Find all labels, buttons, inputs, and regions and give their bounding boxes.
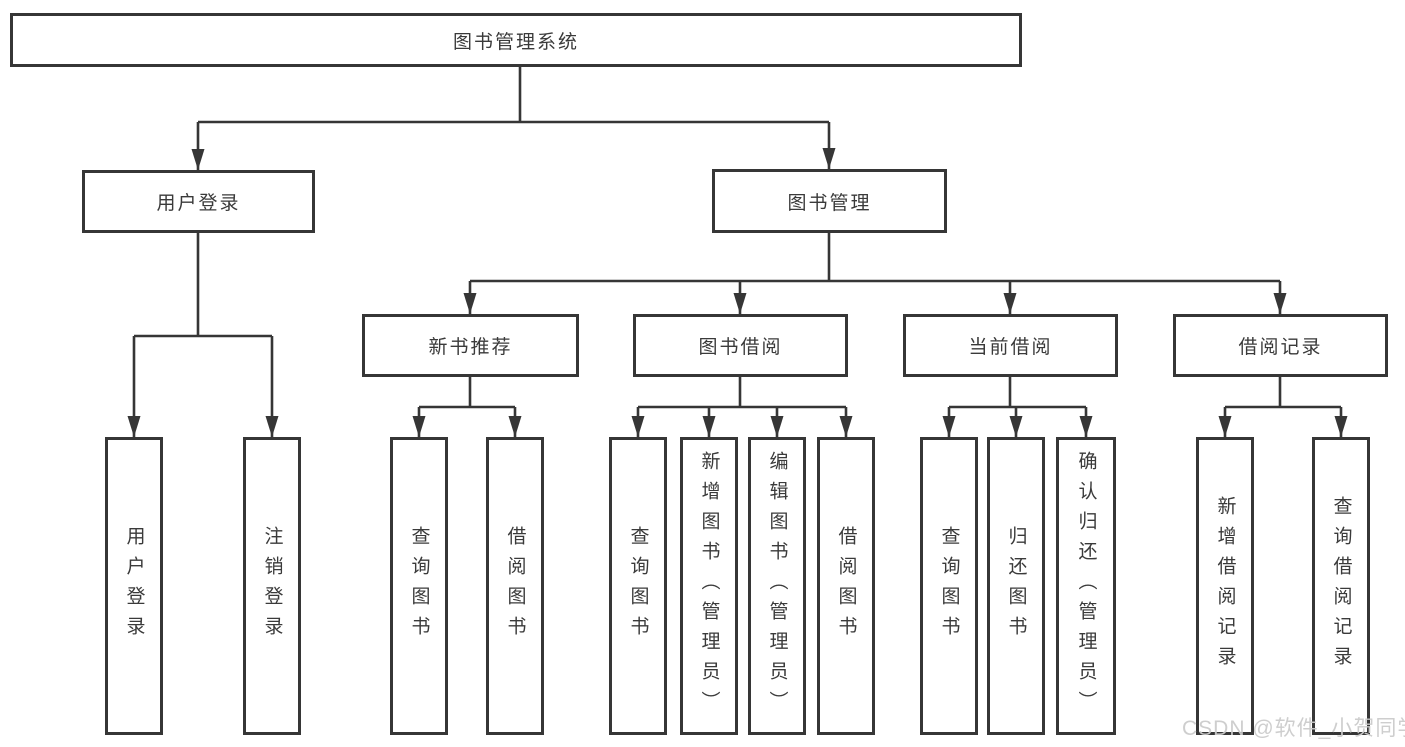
node-current-borrow: 当前借阅	[903, 314, 1118, 377]
leaf-add-books-admin: 新增图书（管理员）	[680, 437, 738, 735]
csdn-watermark: CSDN @软件_小贺同学	[1182, 717, 1405, 740]
leaf-borrow-books: 借阅图书	[817, 437, 875, 735]
leaf-query-books-current: 查询图书	[920, 437, 978, 735]
leaf-edit-books-admin: 编辑图书（管理员）	[748, 437, 806, 735]
leaf-confirm-return-admin: 确认归还（管理员）	[1056, 437, 1116, 735]
node-book-borrow: 图书借阅	[633, 314, 848, 377]
leaf-query-borrow-record: 查询借阅记录	[1312, 437, 1370, 735]
leaf-query-books-borrow: 查询图书	[609, 437, 667, 735]
leaf-user-login: 用户登录	[105, 437, 163, 735]
node-new-book-recommend: 新书推荐	[362, 314, 579, 377]
node-borrow-records: 借阅记录	[1173, 314, 1388, 377]
node-user-login: 用户登录	[82, 170, 315, 233]
leaf-logout-login: 注销登录	[243, 437, 301, 735]
leaf-borrow-books-recommend: 借阅图书	[486, 437, 544, 735]
leaf-return-books: 归还图书	[987, 437, 1045, 735]
node-library-management-system: 图书管理系统	[10, 13, 1022, 67]
leaf-add-borrow-record: 新增借阅记录	[1196, 437, 1254, 735]
leaf-query-books-recommend: 查询图书	[390, 437, 448, 735]
node-book-management: 图书管理	[712, 169, 947, 233]
